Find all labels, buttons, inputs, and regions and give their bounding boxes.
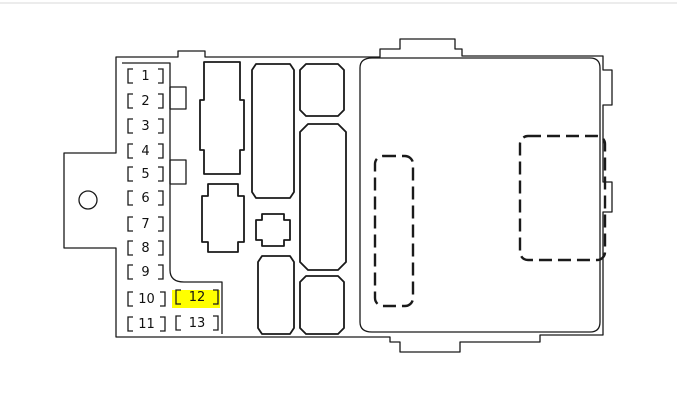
fuse-12-bracket-right bbox=[213, 289, 219, 305]
fuse-4-bracket-left bbox=[127, 143, 133, 159]
fuse-3-label: 3 bbox=[141, 119, 149, 134]
fuse-6-bracket-right bbox=[158, 190, 164, 206]
fuse-9-label: 9 bbox=[141, 265, 149, 280]
fuse-11-bracket-right bbox=[160, 316, 166, 332]
fuse-12-highlight bbox=[172, 290, 220, 308]
fuse-8-bracket-right bbox=[158, 240, 164, 256]
fuse-3-bracket-left bbox=[127, 118, 133, 134]
fuse-9-bracket-right bbox=[158, 264, 164, 280]
hidden-module-left bbox=[373, 154, 415, 308]
fuse-1-label: 1 bbox=[141, 69, 149, 84]
mounting-hole bbox=[78, 190, 98, 210]
connector-tab-lower bbox=[169, 159, 187, 185]
fuse-11-bracket-left bbox=[127, 316, 133, 332]
fuse-3-bracket-right bbox=[158, 118, 164, 134]
fuse-5-bracket-right bbox=[158, 166, 164, 182]
fuse-8-label: 8 bbox=[141, 241, 149, 256]
relay-block-5 bbox=[201, 183, 245, 253]
fuse-5-label: 5 bbox=[141, 167, 149, 182]
fuse-1-bracket-right bbox=[158, 68, 164, 84]
fuse-8-bracket-left bbox=[127, 240, 133, 256]
fuse-12-label: 12 bbox=[189, 290, 206, 305]
fuse-13-bracket-right bbox=[213, 315, 219, 331]
fuse-13-bracket-left bbox=[175, 315, 181, 331]
relay-block-1 bbox=[199, 61, 245, 175]
relay-block-6 bbox=[257, 255, 295, 335]
cover-panel bbox=[359, 57, 601, 333]
fuse-4-bracket-right bbox=[158, 143, 164, 159]
fuse-2-bracket-left bbox=[127, 93, 133, 109]
fuse-13-label: 13 bbox=[189, 316, 206, 331]
fuse-6-bracket-left bbox=[127, 190, 133, 206]
fuse-2-label: 2 bbox=[141, 94, 149, 109]
fuse-9-bracket-left bbox=[127, 264, 133, 280]
hidden-module-right bbox=[518, 134, 607, 262]
fuse-column-frame bbox=[122, 62, 223, 334]
fuse-7-bracket-right bbox=[158, 216, 164, 232]
relay-block-4 bbox=[299, 123, 347, 271]
fuse-7-bracket-left bbox=[127, 216, 133, 232]
fuse-box-housing bbox=[63, 38, 613, 353]
fuse-11-label: 11 bbox=[138, 317, 155, 332]
fuse-10-label: 10 bbox=[138, 292, 155, 307]
relay-block-7 bbox=[299, 275, 345, 335]
relay-block-small bbox=[255, 213, 291, 247]
relay-block-3 bbox=[299, 63, 345, 117]
fuse-5-bracket-left bbox=[127, 166, 133, 182]
fuse-2-bracket-right bbox=[158, 93, 164, 109]
fuse-10-bracket-right bbox=[160, 291, 166, 307]
fuse-1-bracket-left bbox=[127, 68, 133, 84]
relay-block-2 bbox=[251, 63, 295, 199]
connector-tab-upper bbox=[169, 86, 187, 110]
fuse-4-label: 4 bbox=[141, 144, 149, 159]
fuse-12-bracket-left bbox=[175, 289, 181, 305]
fuse-6-label: 6 bbox=[141, 191, 149, 206]
fuse-10-bracket-left bbox=[127, 291, 133, 307]
fuse-7-label: 7 bbox=[141, 217, 149, 232]
